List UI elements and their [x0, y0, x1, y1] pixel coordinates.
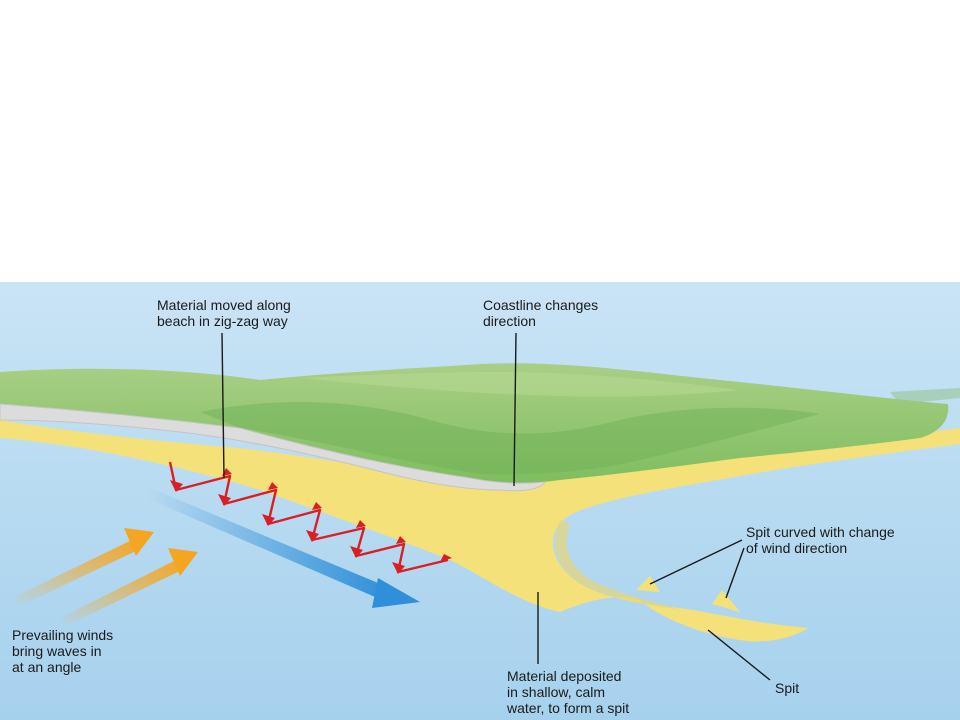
label-winds: Prevailing winds bring waves in at an an…	[12, 627, 114, 675]
label-deposited: Material deposited in shallow, calm wate…	[507, 668, 630, 716]
label-coastline: Coastline changes direction	[483, 297, 599, 329]
recurve-2	[712, 590, 740, 612]
label-spit: Spit	[775, 680, 800, 696]
leader-spit-curved-2	[725, 547, 745, 599]
beach-and-spit	[0, 420, 960, 642]
wind-arrow-icon-2	[60, 548, 198, 626]
recurve-1	[636, 576, 660, 592]
leader-coastline	[513, 332, 517, 487]
drift-arrow-icon	[146, 488, 420, 608]
leader-spit	[707, 629, 771, 681]
spit-hook-texture	[555, 520, 680, 610]
cliff	[0, 403, 546, 492]
label-spit-curved: Spit curved with change of wind directio…	[746, 524, 895, 556]
wind-arrow-icon-1	[12, 528, 154, 606]
land	[0, 363, 949, 484]
leader-lines	[221, 332, 771, 681]
distant-land	[890, 388, 960, 404]
leader-zigzag	[221, 332, 225, 479]
land-hills	[200, 402, 820, 475]
label-zigzag: Material moved along beach in zig-zag wa…	[157, 297, 291, 329]
zigzag-arrowheads	[170, 468, 452, 574]
land-ridge	[300, 372, 740, 397]
leader-spit-curved-1	[649, 539, 743, 585]
zigzag-swash-icon	[168, 461, 449, 574]
